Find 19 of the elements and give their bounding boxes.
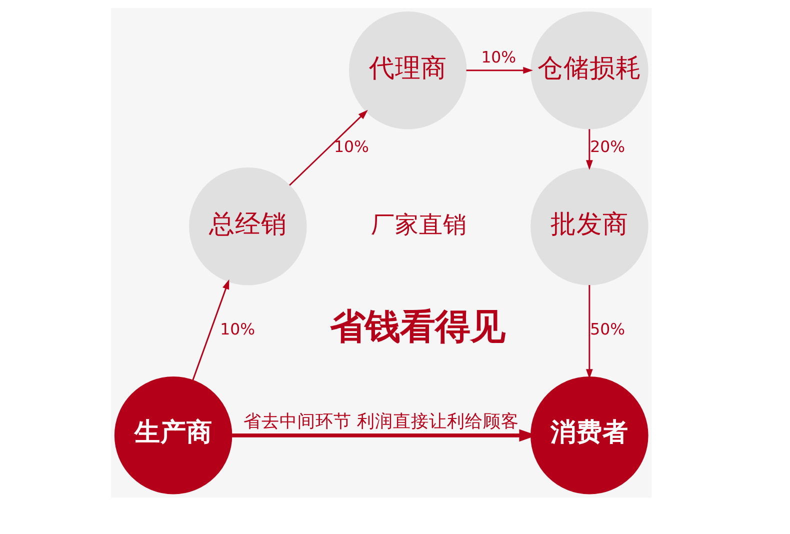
- edge-label: 省去中间环节 利润直接让利给顾客: [243, 412, 519, 432]
- node-circle: 仓储损耗: [530, 11, 648, 130]
- node-circle: 生产商: [114, 376, 232, 494]
- edge-label: 20%: [590, 137, 625, 156]
- arrow: [192, 279, 229, 380]
- edge-label: 50%: [590, 320, 625, 339]
- node-circle: 总经销: [188, 167, 306, 286]
- arrow: [466, 66, 532, 74]
- label: 省钱看得见: [329, 306, 504, 348]
- node-circle: 消费者: [530, 376, 648, 494]
- arrow: [585, 129, 592, 170]
- label: 厂家直销: [370, 210, 467, 238]
- edge-label: 10%: [480, 47, 516, 66]
- arrow: [288, 110, 368, 186]
- node-circle: 代理商: [348, 11, 466, 130]
- edge-label: 10%: [220, 320, 255, 339]
- arrow: [585, 285, 592, 379]
- node-circle: 批发商: [530, 167, 648, 286]
- edge-label: 10%: [334, 137, 368, 156]
